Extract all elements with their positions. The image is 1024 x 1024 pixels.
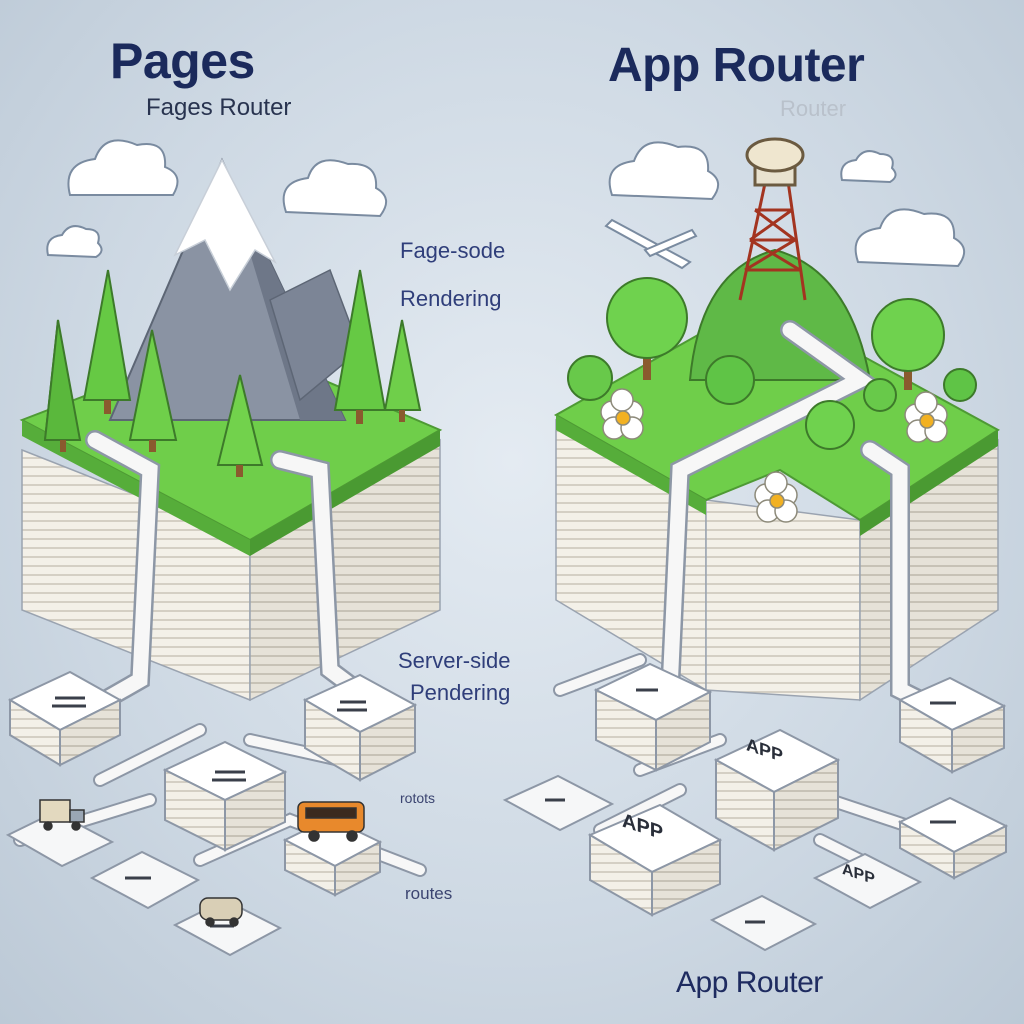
trees-right xyxy=(567,277,977,450)
clouds-right xyxy=(608,141,965,268)
server-side-rendering-label-line1: Server-side xyxy=(398,648,511,673)
watch-tower xyxy=(738,137,807,301)
pages-subtitle: Fages Router xyxy=(146,94,292,121)
rotots-label: rotots xyxy=(400,790,436,806)
clouds-left xyxy=(46,139,387,259)
app-router-subtitle: Router xyxy=(780,96,847,121)
routes-label: routes xyxy=(405,884,453,903)
app-router-title: App Router xyxy=(608,39,865,92)
trees-left xyxy=(43,269,422,477)
app-router-bottom-label: App Router xyxy=(676,966,823,999)
mountain xyxy=(108,157,361,421)
pages-title: Pages xyxy=(110,33,255,89)
page-side-rendering-label-line2: Rendering xyxy=(400,286,502,311)
route-tiles-right xyxy=(502,662,1009,952)
flowers xyxy=(600,388,948,523)
vehicles-left xyxy=(39,799,365,927)
plane xyxy=(604,218,698,270)
page-side-rendering-label-line1: Fage-sode xyxy=(400,238,506,263)
server-side-rendering-label-line2: Pendering xyxy=(410,680,511,705)
